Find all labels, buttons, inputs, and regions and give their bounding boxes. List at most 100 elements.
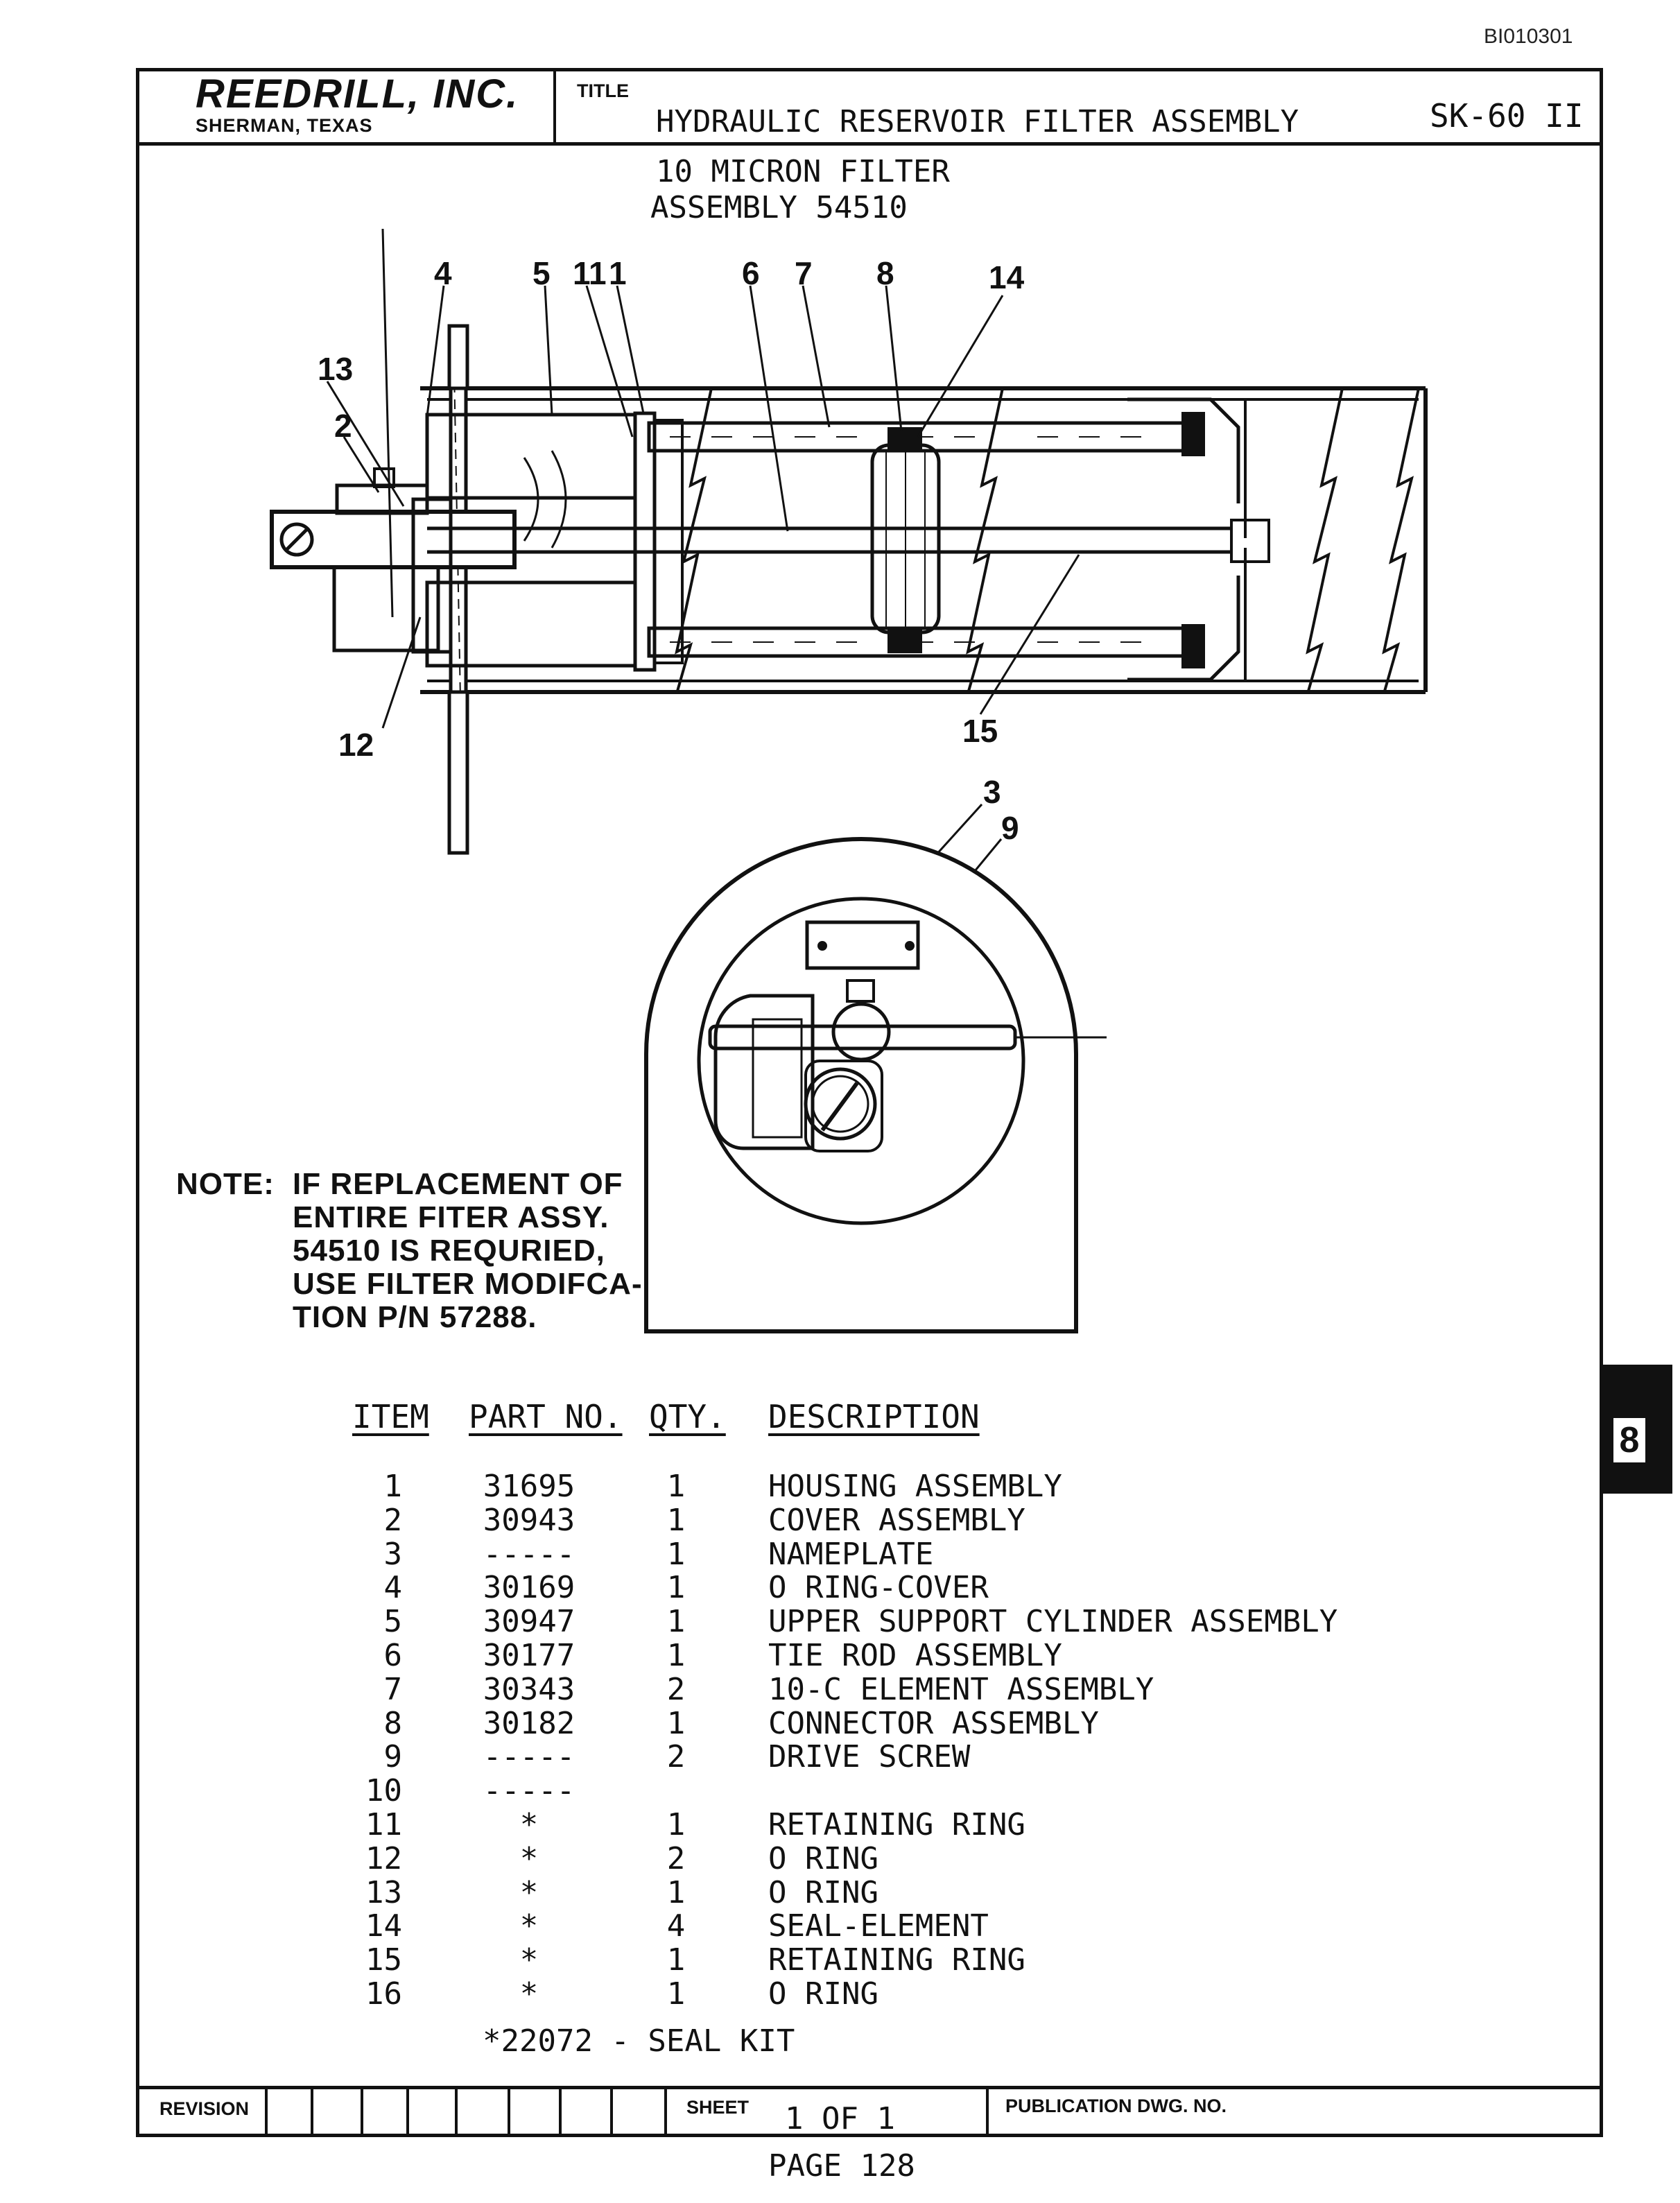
cell-qty: 1 [666,1502,686,1538]
note-label: NOTE: [176,1167,275,1201]
callout-labels: 4 5 11 1 6 7 8 14 13 2 12 15 3 9 [318,255,1025,846]
cell-qty: 1 [666,1570,686,1606]
cell-description: O RING [768,1874,878,1910]
cell-part-no: * [519,1976,539,2012]
cell-part-no: * [519,1807,539,1842]
callout-7: 7 [795,255,813,291]
cell-item: 13 [365,1874,402,1910]
filter-assembly-drawing: 4 5 11 1 6 7 8 14 13 2 12 15 3 9 [270,229,1428,1333]
cell-description: RETAINING RING [768,1807,1025,1842]
cell-part-no: ----- [483,1739,575,1775]
cell-qty: 1 [666,1942,686,1978]
cell-part-no: 30943 [483,1502,575,1538]
table-row: 3 ----- 1 NAMEPLATE [0,1536,1387,1572]
cell-qty: 1 [666,1536,686,1572]
cell-item: 1 [383,1469,403,1504]
cell-part-no: 30182 [483,1705,575,1741]
cell-qty: 4 [666,1908,686,1944]
callout-13: 13 [318,351,353,387]
cell-part-no: 31695 [483,1469,575,1504]
cell-description: O RING-COVER [768,1570,989,1606]
table-row: 13 * 1 O RING [0,1874,1387,1910]
revision-cell [986,2087,989,2136]
cell-item: 6 [383,1638,403,1673]
cell-part-no: 30177 [483,1638,575,1673]
cell-qty: 1 [666,1976,686,2012]
model-number: SK-60 II [1430,97,1584,135]
revision-cell [406,2087,409,2136]
cell-item: 4 [383,1570,403,1606]
section-view [270,324,1428,855]
cell-qty: 1 [666,1604,686,1640]
callout-3: 3 [983,774,1001,810]
cell-qty: 1 [666,1807,686,1842]
cell-qty: 2 [666,1671,686,1707]
table-header-item: ITEM [352,1398,429,1435]
cell-part-no: 30169 [483,1570,575,1606]
company-name: REEDRILL, INC. [196,71,519,116]
cell-part-no: * [519,1908,539,1944]
table-row: 7 30343 2 10-C ELEMENT ASSEMBLY [0,1671,1387,1707]
callout-5: 5 [532,255,551,291]
cell-qty: 2 [666,1739,686,1775]
cell-item: 15 [365,1942,402,1978]
note-text: IF REPLACEMENT OF ENTIRE FITER ASSY. 545… [293,1168,681,1334]
cell-item: 9 [383,1739,403,1775]
callout-1: 1 [609,255,627,291]
note-line: TION P/N 57288. [293,1300,537,1334]
cell-description: HOUSING ASSEMBLY [768,1469,1062,1504]
cell-item: 5 [383,1604,403,1640]
drawing-title: HYDRAULIC RESERVOIR FILTER ASSEMBLY [656,104,1299,139]
revision-label: REVISION [159,2098,250,2119]
cell-item: 7 [383,1671,403,1707]
table-header-part-no: PART NO. [469,1398,623,1435]
cell-part-no: ----- [483,1773,575,1809]
cell-description: 10-C ELEMENT ASSEMBLY [768,1671,1154,1707]
revision-cell [610,2087,613,2136]
cell-description: TIE ROD ASSEMBLY [768,1638,1062,1673]
revision-cell [559,2087,562,2136]
assembly-subtitle-line1: 10 MICRON FILTER [656,154,950,189]
revision-cell [361,2087,363,2136]
callout-2: 2 [334,408,352,444]
table-row: 9 ----- 2 DRIVE SCREW [0,1739,1387,1775]
callout-9: 9 [1001,810,1019,846]
cell-item: 3 [383,1536,403,1572]
revision-cell [265,2087,268,2136]
note-line: 54510 IS REQURIED, [293,1234,605,1268]
note-line: IF REPLACEMENT OF [293,1167,623,1201]
revision-cell [664,2087,667,2136]
page-number: PAGE 128 [768,2148,915,2184]
callout-6: 6 [742,255,760,291]
table-header-qty: QTY. [649,1398,726,1435]
cell-item: 14 [365,1908,402,1944]
callout-8: 8 [876,255,894,291]
cell-description: O RING [768,1840,878,1876]
table-row: 14 * 4 SEAL-ELEMENT [0,1908,1387,1944]
leader-lines [326,229,1080,951]
cell-qty: 1 [666,1874,686,1910]
cell-item: 12 [365,1840,402,1876]
callout-15: 15 [962,713,998,749]
table-row: 10----- [0,1773,1387,1809]
cell-part-no: 30343 [483,1671,575,1707]
cell-description: RETAINING RING [768,1942,1025,1978]
cell-item: 8 [383,1705,403,1741]
drawing-frame [136,68,1603,2137]
cell-description: DRIVE SCREW [768,1739,971,1775]
cell-description: SEAL-ELEMENT [768,1908,989,1944]
seal-kit-note: *22072 - SEAL KIT [483,2023,795,2059]
revision-cell [311,2087,313,2136]
revision-cell [508,2087,510,2136]
cell-part-no: * [519,1874,539,1910]
cell-description: NAMEPLATE [768,1536,934,1572]
cell-part-no: ----- [483,1536,575,1572]
cell-description: CONNECTOR ASSEMBLY [768,1705,1099,1741]
sheet-value: 1 OF 1 [785,2101,895,2136]
